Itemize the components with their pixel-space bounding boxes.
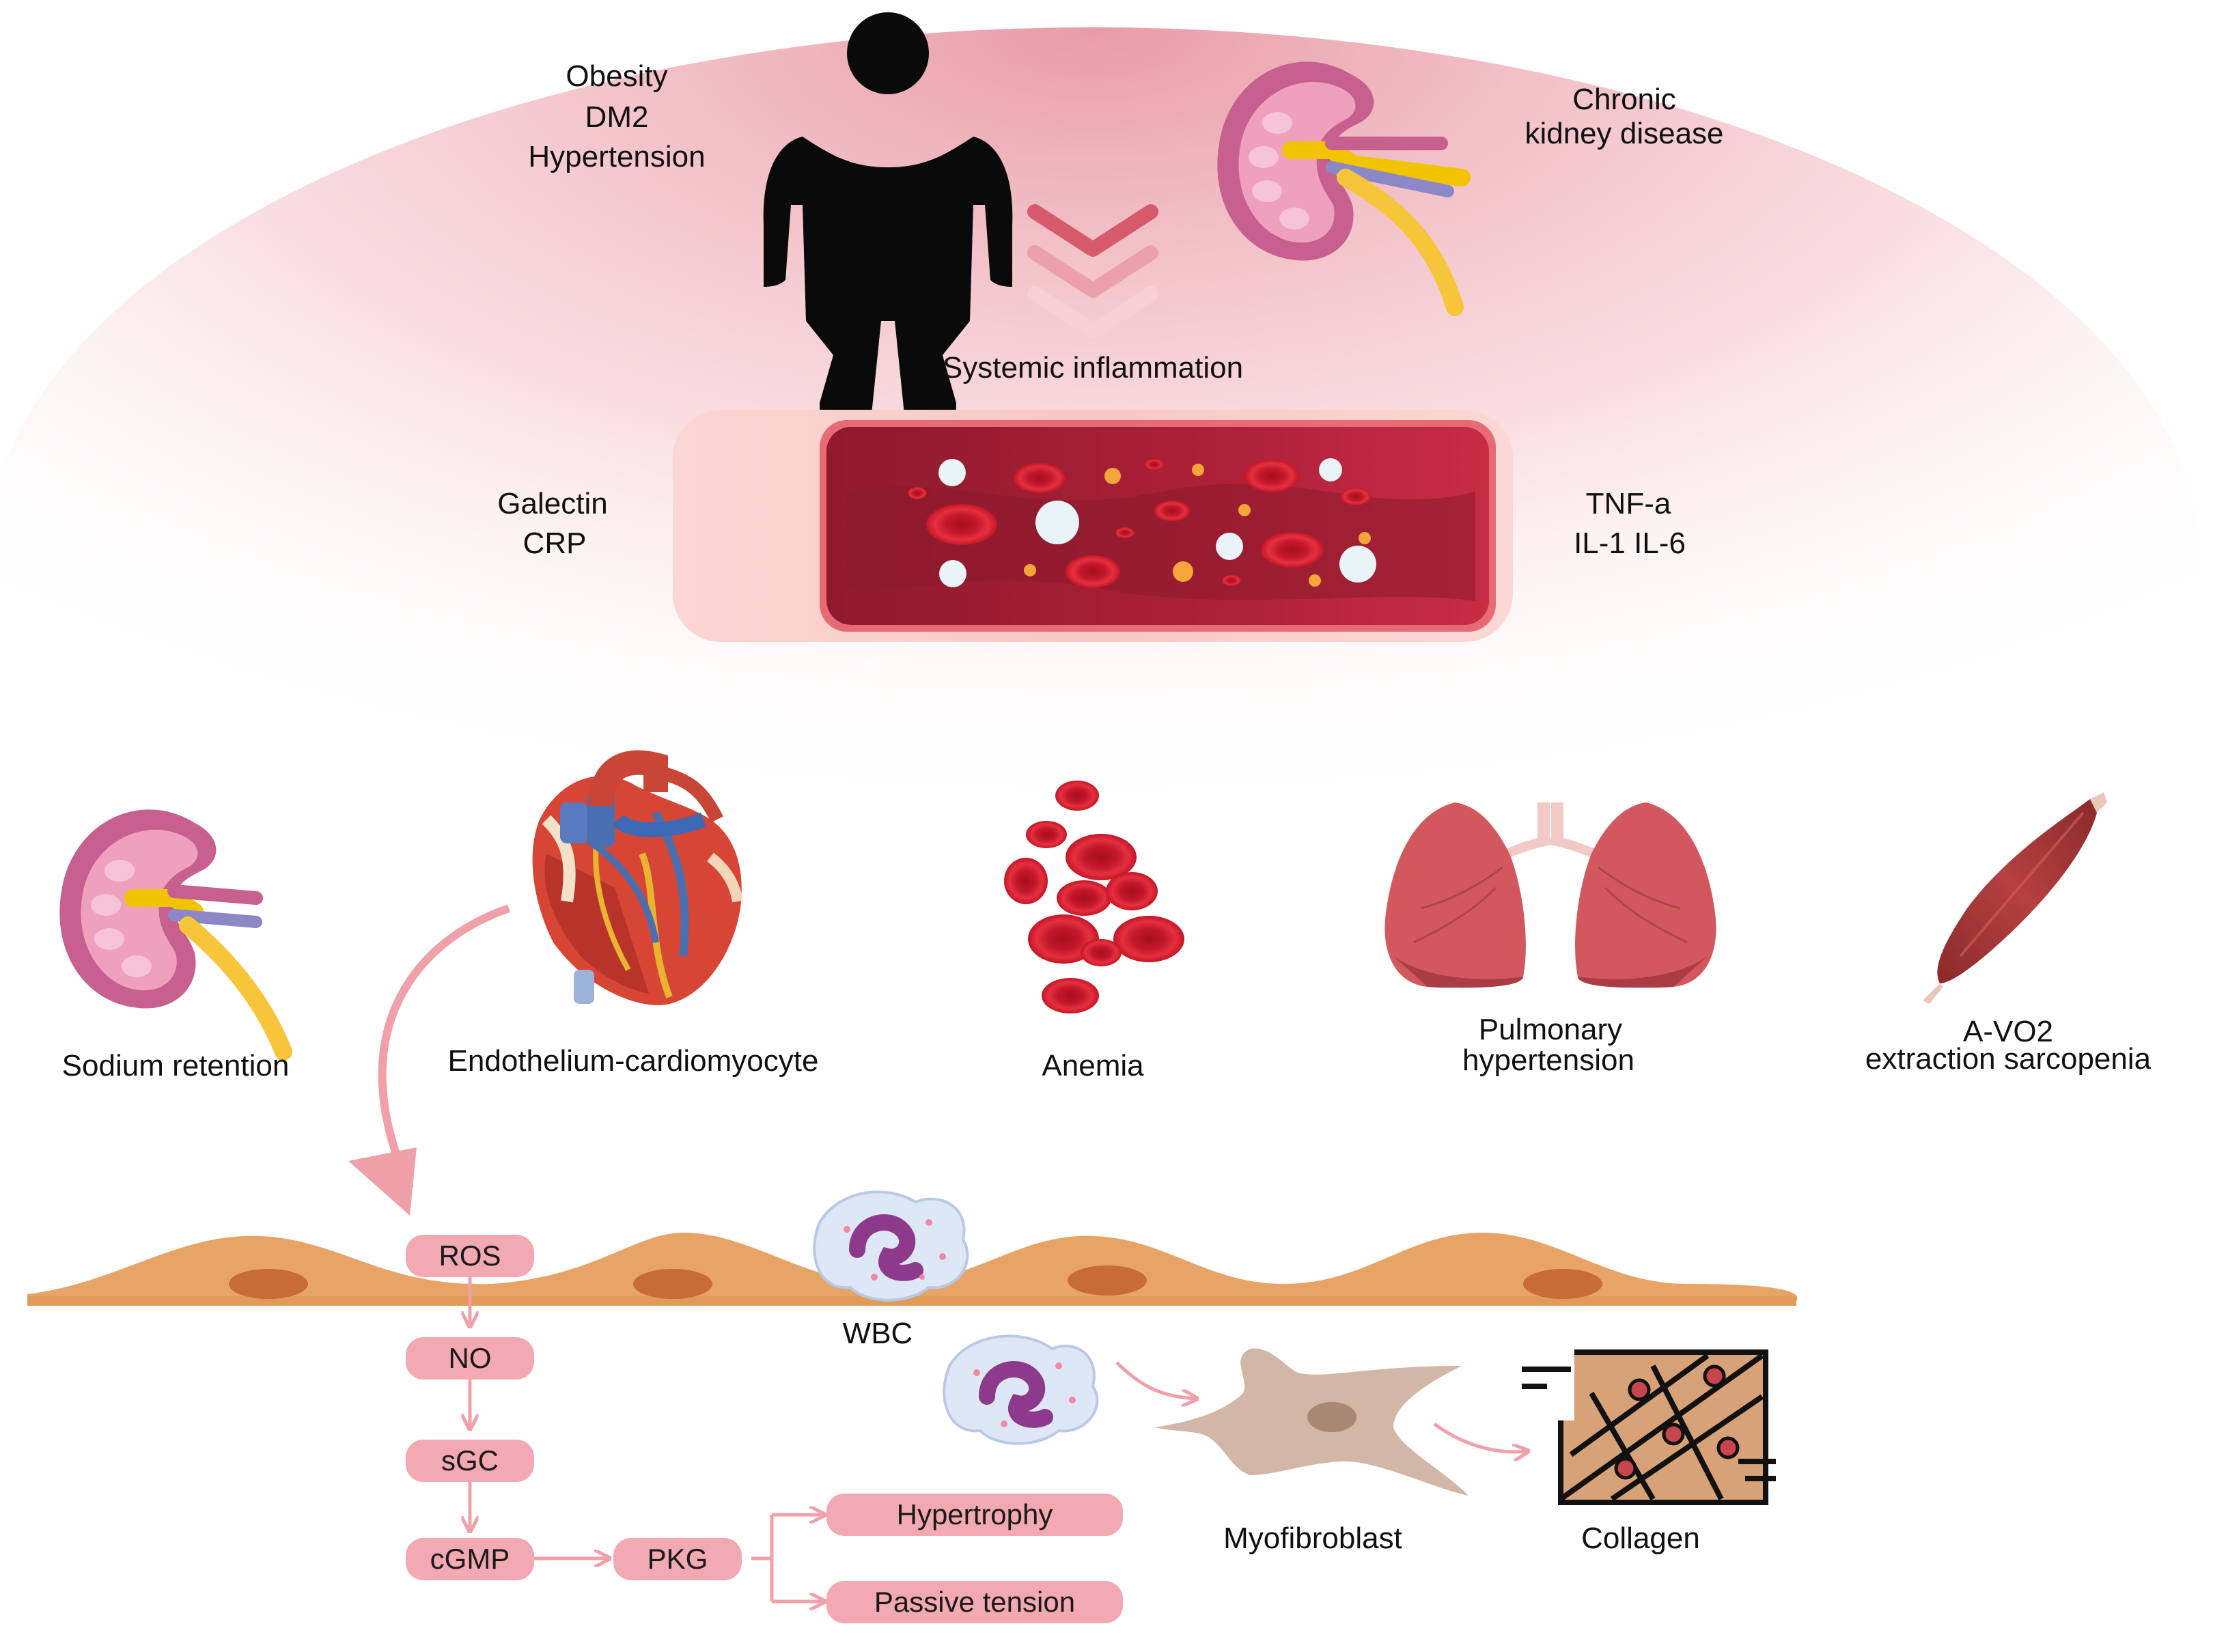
pathway-connectors: [470, 1277, 823, 1601]
wbc-cell-icon: [813, 1190, 969, 1302]
muscle-icon: [1923, 792, 2107, 1004]
wbc-cell-icon-2: [943, 1334, 1099, 1445]
organ-label-hypertension: hypertension: [1462, 1044, 1634, 1077]
lungs-icon: [1384, 802, 1716, 988]
blood-vessel: [673, 410, 1513, 642]
pathway-pill-pkg: PKG: [613, 1538, 742, 1580]
pathway-pill-sgc: sGC: [406, 1440, 534, 1482]
heart-icon: [532, 750, 743, 1005]
wbc-label: WBC: [843, 1317, 913, 1350]
myofibroblast-icon: [1154, 1348, 1469, 1496]
sgc-label: sGC: [441, 1444, 499, 1476]
organ-label-endothelium-cardiomyocyte: Endothelium-cardiomyocyte: [448, 1044, 819, 1078]
no-label: NO: [449, 1342, 492, 1374]
pathway-pill-ros: ROS: [406, 1235, 534, 1277]
passive-tension-label: Passive tension: [874, 1586, 1075, 1618]
heart-to-ros-arrowhead: [348, 1147, 417, 1216]
risk-factor-hypertension: Hypertension: [528, 140, 705, 173]
red-blood-cells-icon: [1004, 781, 1184, 1013]
chevron-down-icon: [1027, 204, 1158, 339]
kidney-icon: [59, 809, 292, 1061]
person-icon: [763, 12, 1013, 454]
organ-label-anemia: Anemia: [1042, 1049, 1144, 1082]
ckd-label-line2: kidney disease: [1525, 117, 1723, 150]
marker-tnf: TNF-a: [1586, 487, 1671, 520]
wbc-to-myofibroblast-arrow: [1115, 1361, 1195, 1399]
heart-to-ros-arrow: [378, 904, 510, 1190]
pathway-pill-cgmp: cGMP: [406, 1538, 534, 1580]
glow-mask: [0, 1120, 2213, 1652]
ckd-label-line1: Chronic: [1572, 83, 1676, 116]
marker-galectin: Galectin: [497, 487, 607, 520]
organ-label-avo2: A-VO2: [1963, 1015, 2053, 1048]
pathway-pill-no: NO: [406, 1337, 534, 1380]
organ-label-sodium-retention: Sodium retention: [62, 1049, 290, 1082]
pathway-pill-hypertrophy: Hypertrophy: [826, 1494, 1123, 1536]
hypertrophy-label: Hypertrophy: [897, 1498, 1053, 1530]
myofibroblast-to-collagen-arrow: [1433, 1422, 1527, 1452]
marker-crp: CRP: [523, 527, 587, 560]
organ-label-sarcopenia: extraction sarcopenia: [1865, 1042, 2152, 1076]
risk-factor-dm2: DM2: [585, 100, 649, 134]
pathway-pill-passive-tension: Passive tension: [826, 1581, 1123, 1623]
risk-factor-obesity: Obesity: [566, 59, 667, 93]
ros-label: ROS: [439, 1240, 501, 1272]
collagen-icon: [1520, 1345, 1776, 1505]
systemic-inflammation-label: Systemic inflammation: [943, 351, 1243, 384]
cgmp-label: cGMP: [430, 1543, 510, 1575]
pkg-label: PKG: [648, 1543, 708, 1575]
kidney-icon-top: [1217, 61, 1471, 316]
marker-il: IL-1 IL-6: [1574, 527, 1686, 560]
organ-label-pulmonary: Pulmonary: [1479, 1013, 1622, 1046]
collagen-label: Collagen: [1581, 1522, 1700, 1555]
myofibroblast-label: Myofibroblast: [1223, 1522, 1402, 1555]
